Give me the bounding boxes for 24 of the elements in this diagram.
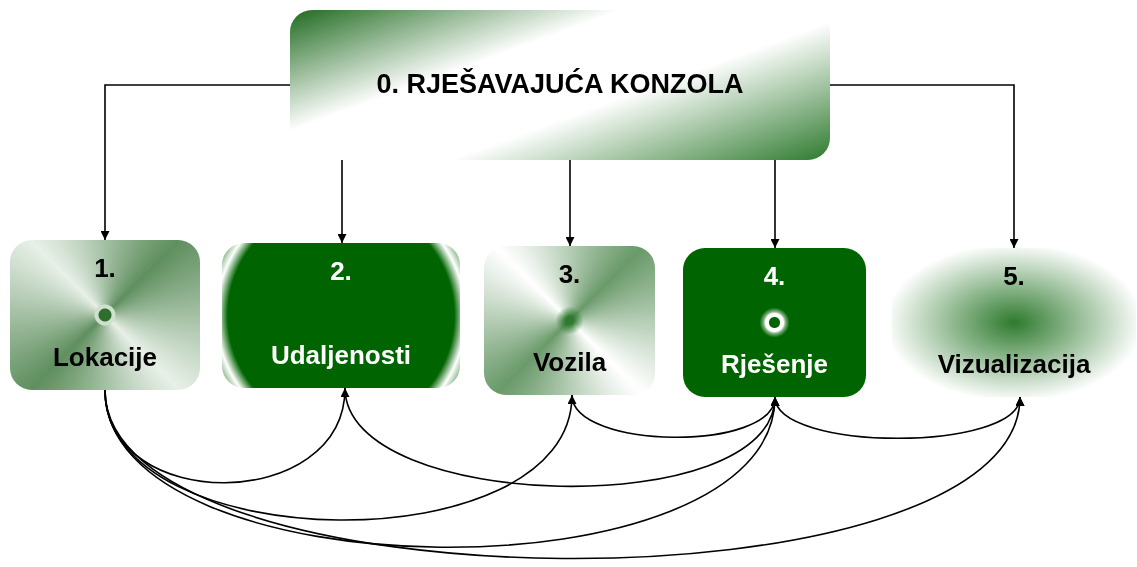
arrow bbox=[104, 389, 1022, 560]
arrow bbox=[770, 159, 780, 249]
arrow bbox=[565, 159, 575, 247]
step-label: Vizualizacija bbox=[937, 350, 1091, 379]
step-label: Udaljenosti bbox=[270, 341, 412, 370]
step-number: 5. bbox=[1003, 262, 1025, 291]
arrow bbox=[100, 84, 291, 241]
step-number: 2. bbox=[330, 257, 352, 286]
step-number: 3. bbox=[558, 260, 581, 289]
step-number: 4. bbox=[763, 262, 786, 291]
arrow bbox=[344, 387, 777, 488]
step-label: Lokacije bbox=[52, 343, 158, 372]
step-label: Vozila bbox=[532, 348, 607, 377]
arrow bbox=[829, 84, 1019, 249]
step-number: 1. bbox=[94, 254, 116, 283]
arrow bbox=[571, 394, 777, 439]
process-box bbox=[290, 10, 830, 160]
process-box bbox=[222, 243, 460, 388]
process-box bbox=[10, 240, 200, 390]
process-box bbox=[484, 246, 655, 395]
process-box bbox=[683, 248, 866, 397]
box-title: 0. RJEŠAVAJUĆA KONZOLA bbox=[376, 70, 744, 100]
step-label: Rješenje bbox=[721, 350, 828, 379]
arrow bbox=[337, 159, 347, 244]
